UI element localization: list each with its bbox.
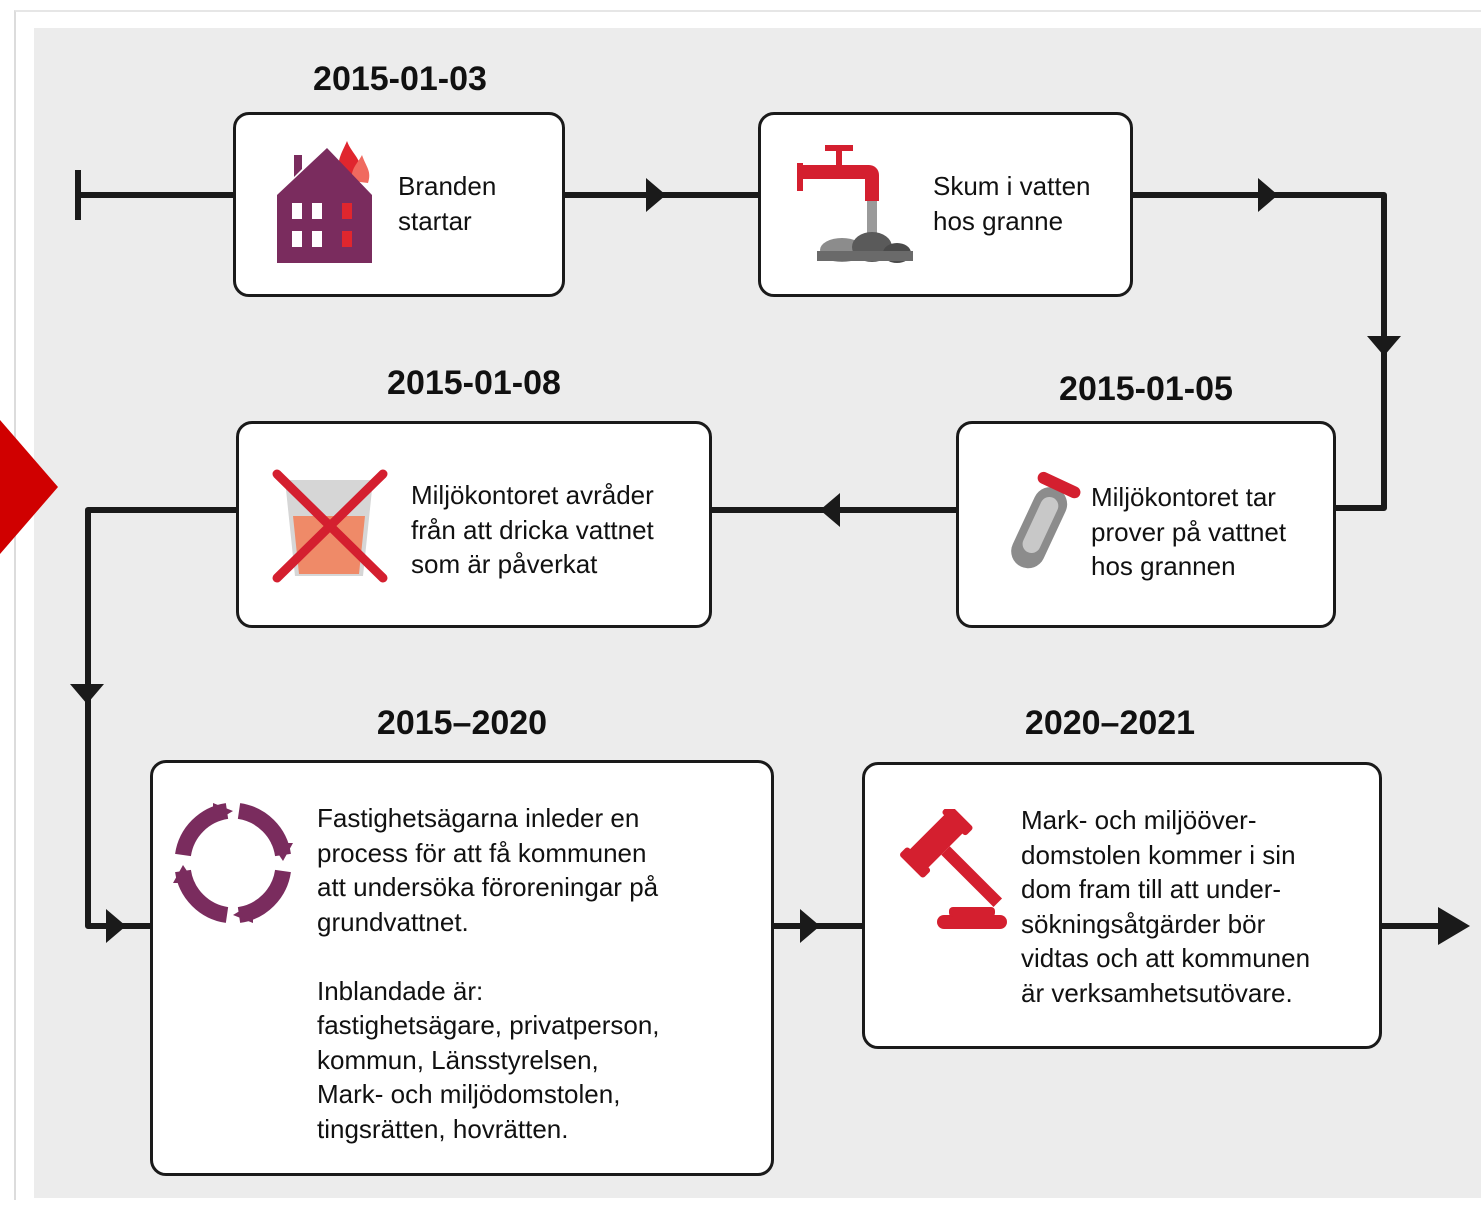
event-description: Miljökontoret tar prover på vattnet hos … [1091,482,1287,581]
event-card-drinking-advice: Miljökontoret avråder från att dricka va… [236,421,712,628]
arrowhead-left [820,493,840,527]
event-description: Fastighetsägarna inleder en process för … [317,803,660,1144]
event-card-foam-water: Skum i vatten hos granne [758,112,1133,297]
faucet-foam-icon [797,145,913,263]
event-description: Skum i vatten hos granne [933,171,1091,236]
event-card-water-sample: Miljökontoret tar prover på vattnet hos … [956,421,1336,628]
burning-house-icon [277,141,372,263]
arrowhead-down [70,684,104,704]
crossed-glass-icon [272,469,388,583]
gavel-icon [900,809,1007,929]
event-date: 2015–2020 [376,704,548,742]
event-date: 2015-01-05 [1059,370,1233,408]
figure-frame [14,10,1481,1200]
arrowhead-down [1367,336,1401,356]
event-card-legal-process: Fastighetsägarna inleder en process för … [150,760,774,1176]
event-description: Miljökontoret avråder från att dricka va… [411,480,654,579]
event-date: 2015-01-03 [313,60,487,98]
event-date: 2020–2021 [1024,704,1196,742]
event-description: Mark- och miljööver- domstolen kommer i … [1021,805,1311,1008]
arrowhead-right [646,178,666,212]
event-card-fire: Branden startar [233,112,565,297]
event-description: Branden startar [398,171,497,236]
test-tube-icon [1011,471,1081,569]
event-card-court-ruling: Mark- och miljööver- domstolen kommer i … [862,762,1382,1049]
edge-arrow-marker [0,420,58,554]
event-date: 2015-01-08 [387,364,561,402]
arrowhead-right [1258,178,1278,212]
arrowhead-end [1438,907,1470,945]
arrowhead-right [800,909,820,943]
cycle-arrows-icon [173,803,293,923]
arrowhead-right [106,909,126,943]
